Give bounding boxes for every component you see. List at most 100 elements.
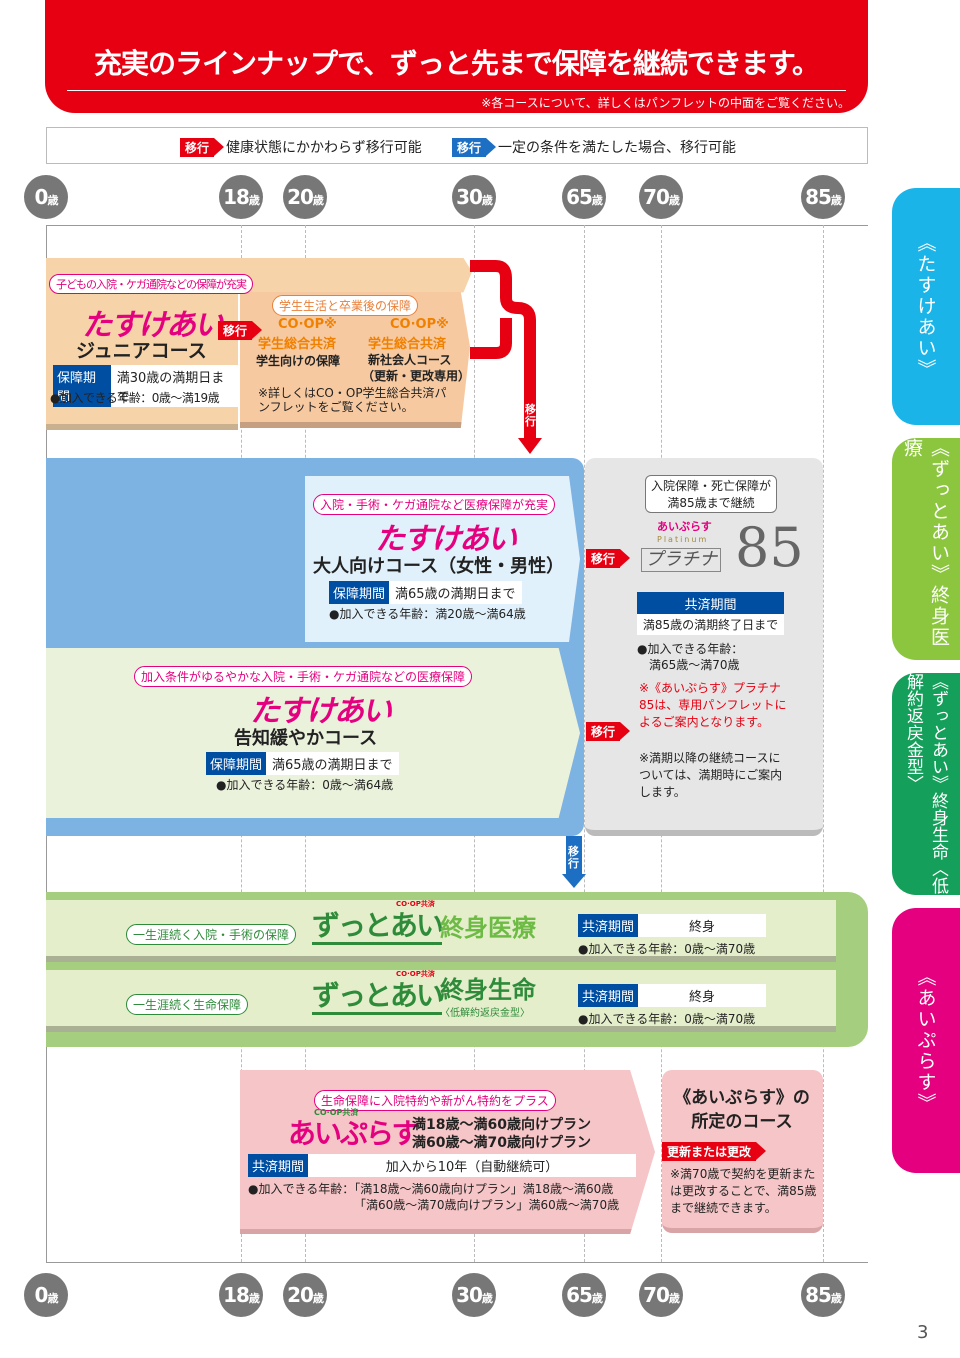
zutto-age: ●加入できる年齢：0歳〜満70歳 <box>578 1012 756 1026</box>
period-value: 満65歳の満期日まで <box>266 752 399 775</box>
age-number: 20 <box>287 1283 314 1307</box>
age-unit: 歳 <box>591 1292 603 1305</box>
period-value: 終身 <box>638 914 766 937</box>
age-marker-18: 18歳 <box>219 1273 263 1317</box>
age-marker-65: 65歳 <box>562 175 606 219</box>
aiplus-age-1: ●加入できる年齢：「満18歳〜満60歳向けプラン」満18歳〜満60歳 <box>248 1182 614 1196</box>
side-tab-zutto-medical[interactable]: 《ずっとあい》終身医療 <box>892 438 960 660</box>
age-number: 65 <box>566 185 593 209</box>
age-unit: 歳 <box>830 194 842 207</box>
age-number: 70 <box>643 185 670 209</box>
age-number: 0 <box>34 185 49 209</box>
transfer-vertical-label: 移行 <box>568 845 579 870</box>
age-number: 30 <box>456 185 483 209</box>
new-worker-course: 新社会人コース <box>368 353 452 367</box>
period-label: 共済期間 <box>578 914 639 937</box>
side-tab-zutto-life[interactable]: 《ずっとあい》終身生命〈低解約返戻金型〉 <box>892 673 960 895</box>
age-number: 30 <box>456 1283 483 1307</box>
period-value: 終身 <box>638 984 766 1007</box>
legend-blue-text: 一定の条件を満たした場合、移行可能 <box>498 140 737 156</box>
legend-red-text: 健康状態にかかわらず移行可能 <box>226 140 422 156</box>
transfer-arrow: 移行 <box>586 549 631 568</box>
blue-transfer-tag: 移行 <box>452 138 497 157</box>
period-value: 満85歳の満期終了日まで <box>637 614 784 635</box>
period-label: 共済期間 <box>578 984 639 1007</box>
age-unit: 歳 <box>47 194 58 207</box>
period-value: 加入から10年（自動継続可） <box>308 1154 636 1177</box>
adult-card: 入院・手術・ケガ通院など医療保障が充実 たすけあい 大人向けコース（女性・男性）… <box>305 476 580 642</box>
coop-logo: CO·OP共済 <box>396 900 435 908</box>
age-unit: 歳 <box>668 1292 680 1305</box>
blue-transfer-arrow <box>562 836 586 888</box>
age-marker-20: 20歳 <box>283 175 327 219</box>
age-unit: 歳 <box>830 1292 842 1305</box>
zutto-subtitle: 〈低解約返戻金型〉 <box>440 1008 530 1019</box>
junior-age: ●加入できる年齢：0歳〜満19歳 <box>50 391 220 405</box>
age-unit: 歳 <box>312 1292 324 1305</box>
aiplus-age-2: 「満60歳〜満70歳向けプラン」満60歳〜満70歳 <box>354 1198 620 1212</box>
student-brand: 学生総合共済 <box>368 337 447 352</box>
zutto-pill: 一生涯続く生命保障 <box>126 994 249 1015</box>
coop-logo: CO·OP共済 <box>314 1108 359 1117</box>
page-title: 充実のラインナップで、ずっと先まで保障を継続できます。 <box>93 47 820 80</box>
zutto-brand: ずっとあい <box>312 910 444 945</box>
adult-brand: たすけあい <box>375 522 517 557</box>
adult-course-name: 大人向けコース（女性・男性） <box>313 556 565 577</box>
age-marker-85: 85歳 <box>801 1273 845 1317</box>
coop-logo: CO·OP※ <box>390 317 449 332</box>
kokuchi-age: ●加入できる年齢：0歳〜満64歳 <box>216 778 394 792</box>
zutto-row: 一生涯続く生命保障 CO·OP共済 ずっとあい 終身生命 〈低解約返戻金型〉 共… <box>46 970 836 1032</box>
student-brand: 学生総合共済 <box>258 337 337 352</box>
adult-age: ●加入できる年齢：満20歳〜満64歳 <box>329 607 526 621</box>
age-marker-85: 85歳 <box>801 175 845 219</box>
age-marker-70: 70歳 <box>639 175 683 219</box>
zutto-product-name: 終身医療 <box>440 914 536 942</box>
side-tab-tasukeai[interactable]: 《たすけあい》 <box>892 188 960 425</box>
age-number: 85 <box>805 1283 832 1307</box>
aiplus-brand: あいぷらす <box>288 1117 419 1150</box>
zutto-brand: ずっとあい <box>312 980 444 1015</box>
aiplus-pill: 生命保障に入院特約や新がん特約をプラス <box>314 1090 556 1111</box>
age-unit: 歳 <box>248 1292 260 1305</box>
period-label: 保障期間 <box>329 581 390 604</box>
transfer-arrow: 移行 <box>218 321 263 340</box>
age-number: 20 <box>287 185 314 209</box>
age-marker-65: 65歳 <box>562 1273 606 1317</box>
page-number: 3 <box>917 1322 929 1343</box>
side-tab-aiplus[interactable]: 《あいぷらす》 <box>892 908 960 1173</box>
coop-logo: CO·OP※ <box>278 317 337 332</box>
age-marker-70: 70歳 <box>639 1273 683 1317</box>
zutto-row: 一生涯続く入院・手術の保障 CO·OP共済 ずっとあい 終身医療 共済期間終身 … <box>46 900 836 962</box>
header-banner: 充実のラインナップで、ずっと先まで保障を継続できます。 ※各コースについて、詳し… <box>45 0 868 113</box>
age-marker-0: 0歳 <box>24 1273 68 1317</box>
student-plan: 学生向けの保障 <box>256 354 341 368</box>
timeline-bottom-line <box>46 1262 868 1263</box>
period-label: 共済期間 <box>248 1154 309 1177</box>
platinum-name: プラチナ <box>641 548 721 572</box>
gridline-85 <box>823 225 824 1262</box>
junior-course-name: ジュニアコース <box>76 340 207 362</box>
new-worker-sub: （更新・更改専用） <box>362 369 471 383</box>
age-label: ●加入できる年齢： <box>637 642 744 656</box>
age-unit: 歳 <box>47 1292 58 1305</box>
platinum-box: 入院保障・死亡保障が満85歳まで継続 <box>645 475 777 513</box>
junior-brand: たすけあい <box>82 308 224 343</box>
zutto-product-name: 終身生命 <box>440 976 536 1004</box>
aiplus-plan2: 満60歳〜満70歳向けプラン <box>412 1135 591 1151</box>
student-card: 学生生活と卒業後の保障 CO·OP※ 学生総合共済 学生向けの保障 CO·OP※… <box>240 292 470 428</box>
platinum-block: 入院保障・死亡保障が満85歳まで継続 あいぷらす Platinum プラチナ 8… <box>585 458 823 836</box>
period-label: 共済期間 <box>637 592 784 615</box>
age-unit: 歳 <box>248 194 260 207</box>
red-transfer-path <box>470 260 542 454</box>
age-marker-18: 18歳 <box>219 175 263 219</box>
age-unit: 歳 <box>591 194 603 207</box>
legend: 移行健康状態にかかわらず移行可能 移行一定の条件を満たした場合、移行可能 <box>46 127 868 164</box>
age-marker-20: 20歳 <box>283 1273 327 1317</box>
next-course-title: 《あいぷらす》の所定のコース <box>674 1088 810 1132</box>
transfer-arrow: 移行 <box>586 722 631 741</box>
student-pill: 学生生活と卒業後の保障 <box>272 295 419 316</box>
header-note: ※各コースについて、詳しくはパンフレットの中面をご覧ください。 <box>481 96 850 110</box>
age-number: 18 <box>223 185 250 209</box>
kokuchi-course-name: 告知緩やかコース <box>234 728 378 749</box>
age-marker-30: 30歳 <box>452 1273 496 1317</box>
